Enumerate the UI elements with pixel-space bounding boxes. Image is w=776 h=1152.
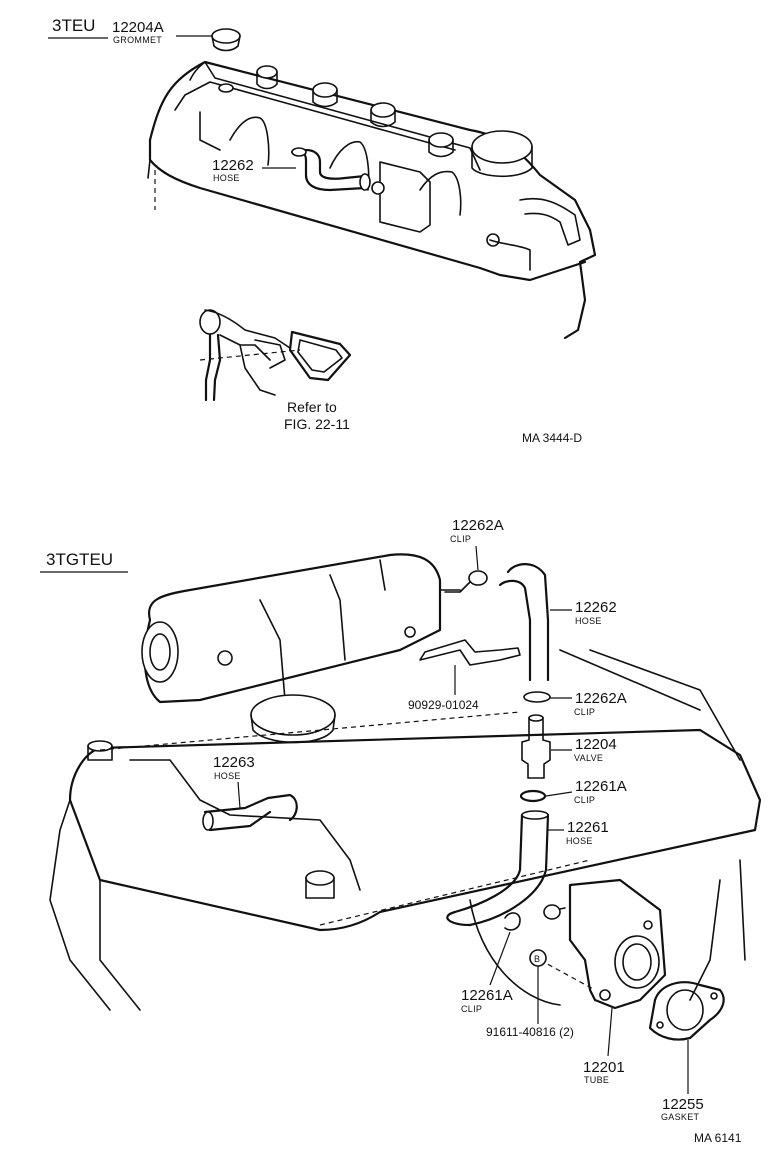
clip-callout-top: 12262A CLIP bbox=[450, 517, 504, 571]
part-name: CLIP bbox=[574, 795, 595, 805]
clip-12261A-lower-callout: 12261A CLIP bbox=[461, 931, 513, 1014]
part-name: CLIP bbox=[450, 534, 471, 544]
hose-12261-callout: 12261 HOSE bbox=[548, 819, 609, 846]
diagram-code-bottom: MA 6141 bbox=[694, 1131, 742, 1145]
hose-callout-top: 12262 HOSE bbox=[212, 157, 296, 183]
cover-bolts bbox=[218, 65, 454, 158]
bottom-engine-drawing bbox=[49, 553, 762, 1011]
tube-callout: 12201 TUBE bbox=[583, 1007, 625, 1085]
svg-text:Refer to: Refer to bbox=[287, 399, 337, 415]
part-number: 12261A bbox=[461, 987, 513, 1004]
part-name: GROMMET bbox=[113, 35, 162, 45]
hose-12263-callout: 12263 HOSE bbox=[213, 754, 255, 809]
bolt-marker-label: B bbox=[534, 954, 540, 964]
part-number: 12204 bbox=[575, 736, 617, 753]
part-number: 12261 bbox=[567, 819, 609, 836]
clip-12261A-callout: 12261A CLIP bbox=[545, 778, 627, 805]
gasket-callout: 12255 GASKET bbox=[661, 1040, 704, 1122]
engine-code-top: 3TEU bbox=[52, 16, 95, 35]
bracket-callout: 90929-01024 bbox=[408, 665, 479, 712]
bolt-callout: B 91611-40816 (2) bbox=[486, 949, 574, 1039]
part-number: 12263 bbox=[213, 754, 255, 771]
top-engine-drawing bbox=[147, 28, 597, 402]
part-number: 12262A bbox=[452, 517, 504, 534]
valve-callout: 12204 VALVE bbox=[551, 736, 617, 763]
part-number: 12255 bbox=[662, 1096, 704, 1113]
part-name: HOSE bbox=[575, 616, 602, 626]
reference-note: Refer to FIG. 22-11 bbox=[284, 399, 350, 432]
part-name: HOSE bbox=[566, 836, 593, 846]
part-number: 90929-01024 bbox=[408, 698, 479, 712]
sensor-assembly bbox=[199, 309, 291, 402]
part-number: 12262A bbox=[575, 690, 627, 707]
part-name: CLIP bbox=[461, 1004, 482, 1014]
part-number: 12262 bbox=[212, 157, 254, 174]
part-number: 12204A bbox=[112, 19, 164, 36]
part-number: 12261A bbox=[575, 778, 627, 795]
part-name: VALVE bbox=[574, 753, 603, 763]
clip-callout-mid: 12262A CLIP bbox=[550, 690, 627, 717]
bottom-parts bbox=[202, 563, 725, 1041]
hose-callout: 12262 HOSE bbox=[550, 599, 617, 626]
part-name: GASKET bbox=[661, 1112, 700, 1122]
engine-code-bottom: 3TGTEU bbox=[46, 550, 113, 569]
part-number: 91611-40816 (2) bbox=[486, 1025, 574, 1039]
diagram-code-top: MA 3444-D bbox=[522, 431, 582, 445]
part-name: HOSE bbox=[214, 771, 241, 781]
svg-text:FIG. 22-11: FIG. 22-11 bbox=[284, 416, 350, 432]
part-name: HOSE bbox=[213, 173, 240, 183]
part-number: 12201 bbox=[583, 1059, 625, 1076]
part-number: 12262 bbox=[575, 599, 617, 616]
part-name: CLIP bbox=[574, 707, 595, 717]
part-name: TUBE bbox=[584, 1075, 609, 1085]
grommet-callout: 12204A GROMMET bbox=[112, 19, 212, 45]
